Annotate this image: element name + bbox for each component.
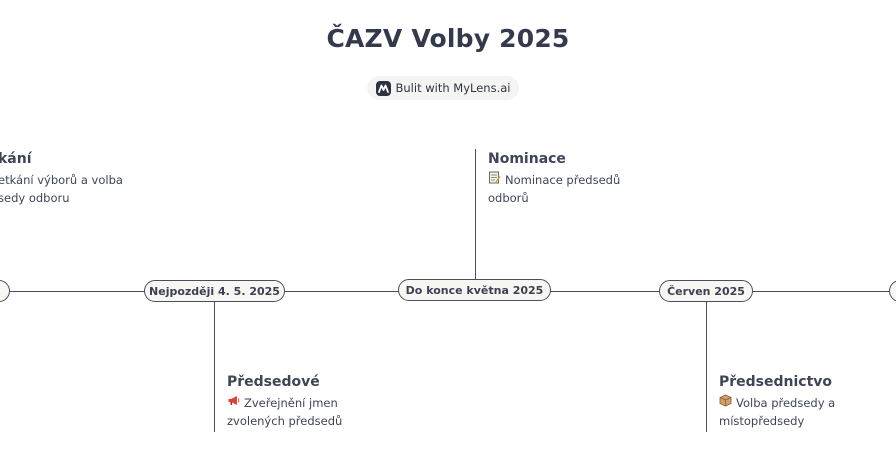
connector-predsedove (214, 302, 215, 432)
event-line: zvolených předsedů (227, 414, 343, 428)
event-line: sedy odboru (0, 191, 70, 205)
memo-icon (488, 171, 501, 189)
milestone-pill-cerven-2025[interactable]: Červen 2025 (659, 280, 753, 302)
event-line: Zveřejnění jmen (244, 396, 338, 410)
milestone-label: Nejpozději 4. 5. 2025 (149, 284, 280, 298)
event-line: Nominace předsedů (505, 173, 621, 187)
milestone-label: Červen 2025 (667, 284, 745, 298)
milestone-pill-4-5-2025[interactable]: Nejpozději 4. 5. 2025 (144, 280, 285, 302)
event-description-predsedove: Zveřejnění jmen zvolených předsedů (227, 394, 397, 430)
event-description-predsednictvo: Volba předsedy a místopředsedy (719, 394, 889, 430)
connector-nominace (475, 149, 476, 281)
badge-label: Bulit with MyLens.ai (395, 81, 511, 95)
event-line: Volba předsedy a (736, 396, 836, 410)
event-line: etkání výborů a volba (0, 173, 123, 187)
event-title-predsednictvo: Předsednictvo (719, 374, 833, 390)
event-title-predsedove: Předsedové (227, 374, 320, 390)
event-title-nominace: Nominace (488, 151, 566, 167)
event-line: odborů (488, 191, 529, 205)
event-description-setkani: etkání výborů a volba sedy odboru (0, 171, 158, 207)
connector-predsednictvo (706, 302, 707, 432)
package-icon (719, 394, 732, 412)
milestone-pill-konec-kvetna[interactable]: Do konce května 2025 (398, 279, 551, 301)
page-title: ČAZV Volby 2025 (326, 24, 570, 53)
mylens-logo-icon (375, 80, 391, 96)
milestone-label: Do konce května 2025 (405, 283, 544, 297)
event-title-setkani: kání (0, 151, 32, 167)
event-line: místopředsedy (719, 414, 805, 428)
mylens-badge[interactable]: Bulit with MyLens.ai (367, 76, 519, 100)
milestone-pill-left-edge[interactable] (0, 280, 10, 302)
megaphone-icon (227, 394, 240, 412)
event-description-nominace: Nominace předsedů odborů (488, 171, 658, 207)
milestone-pill-right-edge[interactable] (889, 280, 896, 302)
